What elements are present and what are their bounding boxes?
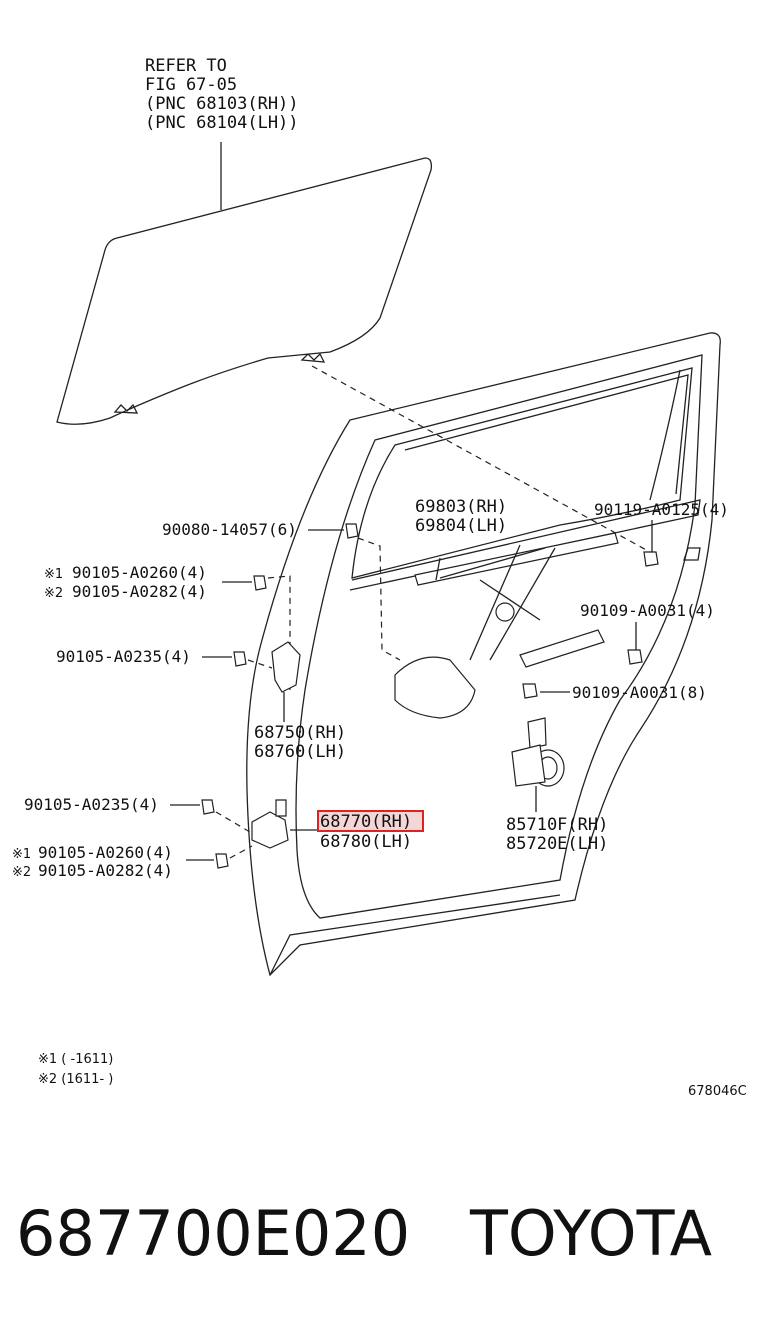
mark-a0260-bottom: ※1 <box>12 847 31 862</box>
bolt-90109-4-icon <box>627 649 643 665</box>
bolt-a0235-bottom-dash <box>215 811 251 833</box>
label-69803: 69803(RH) <box>415 497 507 517</box>
sash-inner <box>404 369 689 501</box>
brand-name: TOYOTA <box>469 1197 712 1270</box>
bolt-90080-icon <box>345 523 359 539</box>
mark-a0282-bottom: ※2 <box>12 865 31 880</box>
label-85720: 85720E(LH) <box>506 834 608 854</box>
bolt-90119-icon <box>643 551 659 567</box>
label-a0260-top: 90105-A0260(4) <box>72 563 207 582</box>
refer-note-line-2: FIG 67-05 <box>145 75 237 95</box>
label-68770[interactable]: 68770(RH) <box>320 812 412 832</box>
glass-clip-left <box>113 403 139 414</box>
label-69804: 69804(LH) <box>415 516 507 536</box>
leader-69803 <box>435 557 441 581</box>
label-90080: 90080-14057(6) <box>162 520 297 539</box>
bolt-a0235-bottom-icon <box>201 799 215 815</box>
figure-code: 678046C <box>688 1084 747 1099</box>
mark-a0260-top: ※1 <box>44 567 63 582</box>
door-lower-edge <box>269 894 561 976</box>
label-a0282-top: 90105-A0282(4) <box>72 582 207 601</box>
refer-note-line-4: (PNC 68104(LH)) <box>145 113 299 133</box>
label-68750: 68750(RH) <box>254 723 346 743</box>
bolt-a0260-bottom-icon <box>215 853 229 869</box>
label-a0282-bottom: 90105-A0282(4) <box>38 861 173 880</box>
footnote-1: ※1 ( -1611) <box>38 1052 113 1067</box>
window-regulator <box>394 532 619 719</box>
bolt-90080-dash <box>357 537 401 661</box>
door-glass <box>56 157 433 425</box>
label-a0235-top: 90105-A0235(4) <box>56 647 191 666</box>
bolt-a0260-top-dash <box>267 575 291 690</box>
window-motor <box>511 717 565 787</box>
label-68780: 68780(LH) <box>320 832 412 852</box>
refer-note-line-3: (PNC 68103(RH)) <box>145 94 299 114</box>
glass-clip-right <box>300 352 326 363</box>
label-90119: 90119-A0125(4) <box>594 500 729 519</box>
mark-a0282-top: ※2 <box>44 586 63 601</box>
bolt-a0260-bottom-dash <box>229 845 253 859</box>
label-85710: 85710F(RH) <box>506 815 608 835</box>
footnote-2: ※2 (1611- ) <box>38 1072 113 1087</box>
door-rear-notch <box>683 547 701 561</box>
window-sash <box>351 367 693 579</box>
label-68760: 68760(LH) <box>254 742 346 762</box>
door-frame-inner <box>295 354 703 919</box>
part-number: 687700E020 <box>16 1197 410 1270</box>
label-90109-4: 90109-A0031(4) <box>580 601 715 620</box>
highlight-68770 <box>317 810 424 832</box>
refer-note-line-1: REFER TO <box>145 56 227 76</box>
upper-hinge <box>271 641 301 693</box>
lower-hinge <box>251 811 289 849</box>
label-a0260-bottom: 90105-A0260(4) <box>38 843 173 862</box>
label-a0235-bottom: 90105-A0235(4) <box>24 795 159 814</box>
bolt-90109-8-icon <box>522 683 538 699</box>
bolt-a0235-top-icon <box>233 651 247 667</box>
bolt-a0235-top-dash <box>247 659 273 669</box>
bolt-a0260-top-icon <box>253 575 267 591</box>
glass-guide-dash <box>311 365 651 553</box>
lower-hinge-pin <box>275 799 287 817</box>
label-90109-8: 90109-A0031(8) <box>572 683 707 702</box>
